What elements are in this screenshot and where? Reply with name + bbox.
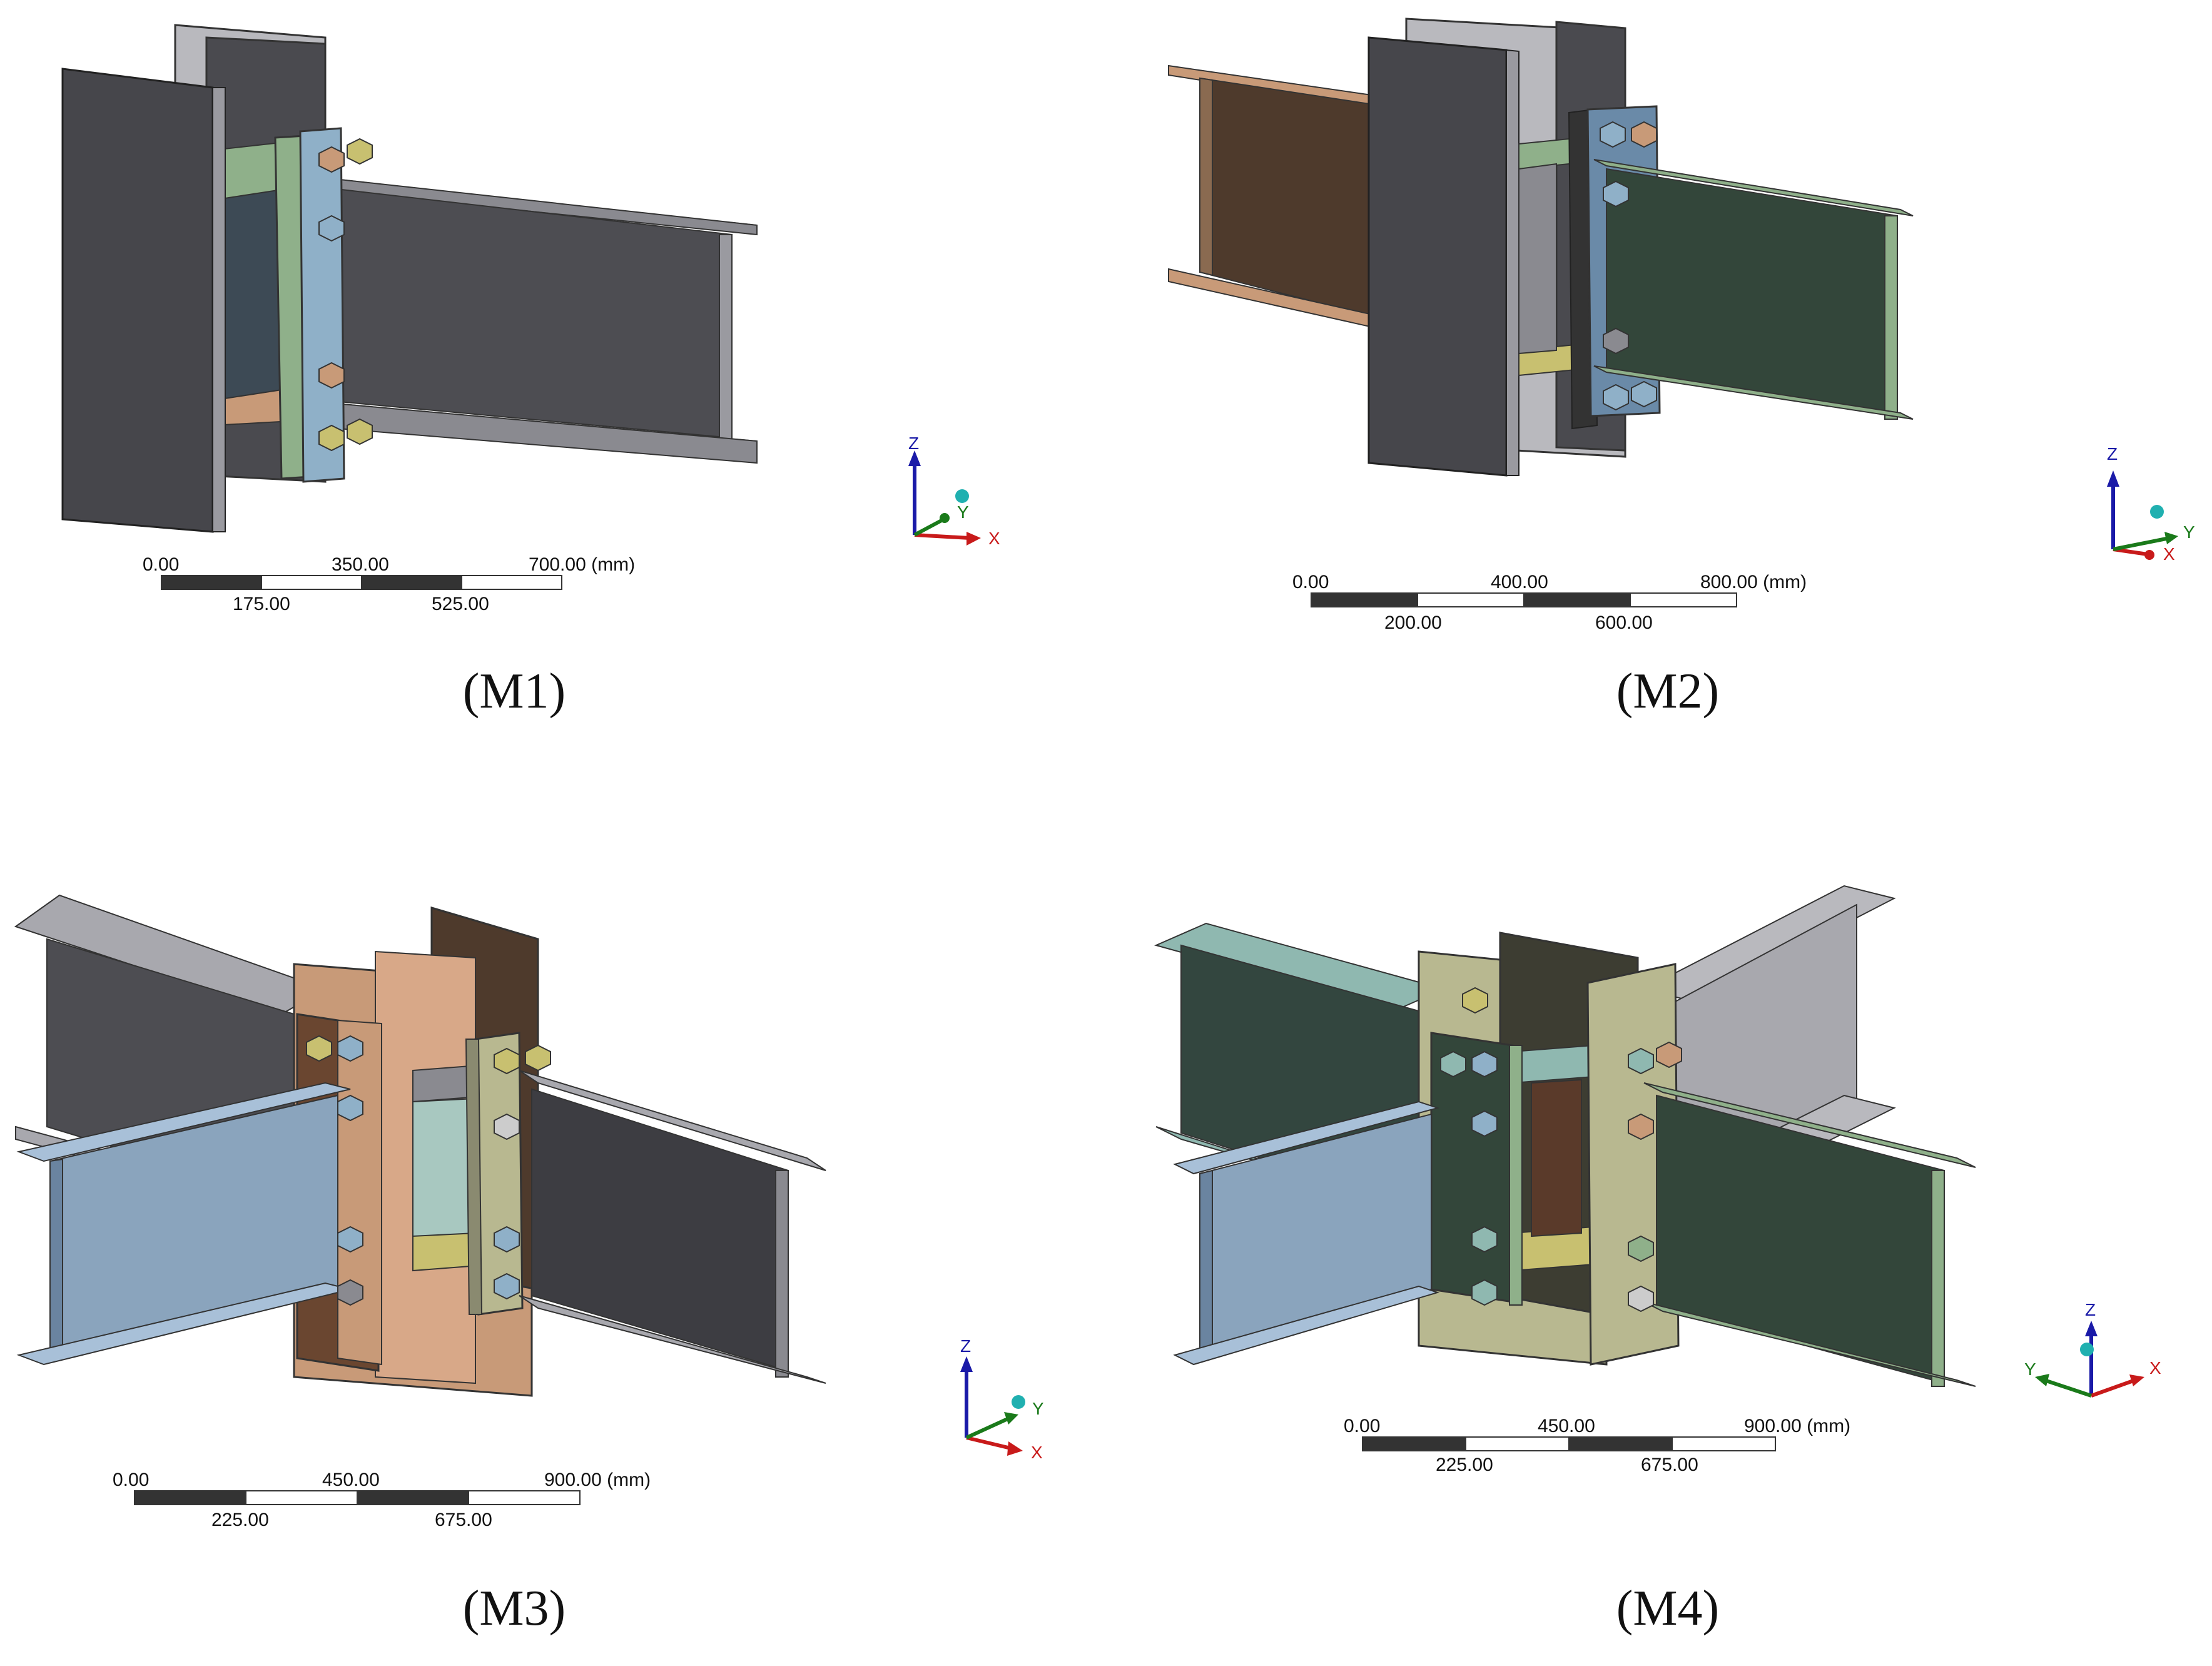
scale-label-q1: 225.00 <box>1436 1455 1493 1475</box>
scale-label-q3: 675.00 <box>1641 1455 1698 1475</box>
x-label: X <box>2149 1358 2161 1378</box>
x-label: X <box>1031 1443 1043 1462</box>
scale-bar-m1: 0.00 350.00 700.00 (mm) 175.00 525.00 <box>143 554 635 614</box>
model-m3: 0.00 450.00 900.00 (mm) 225.00 675.00 Z … <box>14 894 1044 1530</box>
scale-bar-m4: 0.00 450.00 900.00 (mm) 225.00 675.00 <box>1344 1416 1850 1475</box>
x-label: X <box>988 529 1000 548</box>
scale-bar-m2: 0.00 400.00 800.00 (mm) 200.00 600.00 <box>1292 572 1807 633</box>
scale-label-max: 800.00 (mm) <box>1700 572 1807 592</box>
scale-label-0: 0.00 <box>1344 1416 1380 1436</box>
origin-icon <box>2080 1343 2094 1356</box>
panel-m3: 0.00 450.00 900.00 (mm) 225.00 675.00 Z … <box>0 833 1106 1665</box>
scale-label-q1: 200.00 <box>1384 612 1442 633</box>
z-label: Z <box>2107 444 2118 464</box>
x-label: X <box>2163 544 2175 564</box>
panel-m2: 0.00 400.00 800.00 (mm) 200.00 600.00 Z … <box>1106 0 2212 833</box>
scale-label-q3: 525.00 <box>432 594 489 614</box>
scale-label-q3: 675.00 <box>435 1510 492 1530</box>
scale-label-mid: 350.00 <box>332 554 389 575</box>
scale-label-q3: 600.00 <box>1595 612 1653 633</box>
caption-m2: (M2) <box>1616 664 1720 719</box>
scale-label-mid: 450.00 <box>1538 1416 1595 1436</box>
y-label: Y <box>1032 1399 1044 1418</box>
origin-icon <box>1012 1395 1025 1409</box>
scale-label-max: 900.00 (mm) <box>544 1470 651 1490</box>
panel-m1: 0.00 350.00 700.00 (mm) 175.00 525.00 Z … <box>0 0 1106 833</box>
model-m1: 0.00 350.00 700.00 (mm) 175.00 525.00 Z … <box>61 24 1000 614</box>
axis-triad-m1: Z Y X <box>908 434 1000 548</box>
y-label: Y <box>2183 522 2195 542</box>
panel-m4: 0.00 450.00 900.00 (mm) 225.00 675.00 Z … <box>1106 833 2212 1665</box>
z-label: Z <box>960 1336 971 1356</box>
scale-label-q1: 225.00 <box>211 1510 269 1530</box>
z-label: Z <box>908 434 919 453</box>
scale-label-mid: 400.00 <box>1491 572 1548 592</box>
model-m2: 0.00 400.00 800.00 (mm) 200.00 600.00 Z … <box>1168 18 2195 633</box>
scale-label-0: 0.00 <box>1292 572 1329 592</box>
axis-triad-m2: Z Y X <box>2107 444 2195 564</box>
z-label: Z <box>2085 1300 2096 1319</box>
origin-icon <box>955 489 969 503</box>
scale-label-mid: 450.00 <box>322 1470 380 1490</box>
caption-m4: (M4) <box>1616 1581 1720 1636</box>
scale-label-max: 700.00 (mm) <box>529 554 635 575</box>
model-m4: 0.00 450.00 900.00 (mm) 225.00 675.00 Z … <box>1154 885 2161 1475</box>
scale-label-q1: 175.00 <box>233 594 290 614</box>
axis-triad-m3: Z Y X <box>960 1336 1044 1462</box>
scale-label-0: 0.00 <box>143 554 179 575</box>
y-label: Y <box>957 502 969 522</box>
axis-triad-m4: Z Y X <box>2024 1300 2161 1398</box>
scale-bar-m3: 0.00 450.00 900.00 (mm) 225.00 675.00 <box>113 1470 651 1530</box>
caption-m3: (M3) <box>462 1581 566 1636</box>
scale-label-0: 0.00 <box>113 1470 149 1490</box>
scale-label-max: 900.00 (mm) <box>1744 1416 1850 1436</box>
origin-icon <box>2150 505 2164 519</box>
y-label: Y <box>2024 1359 2036 1379</box>
caption-m1: (M1) <box>462 664 566 719</box>
